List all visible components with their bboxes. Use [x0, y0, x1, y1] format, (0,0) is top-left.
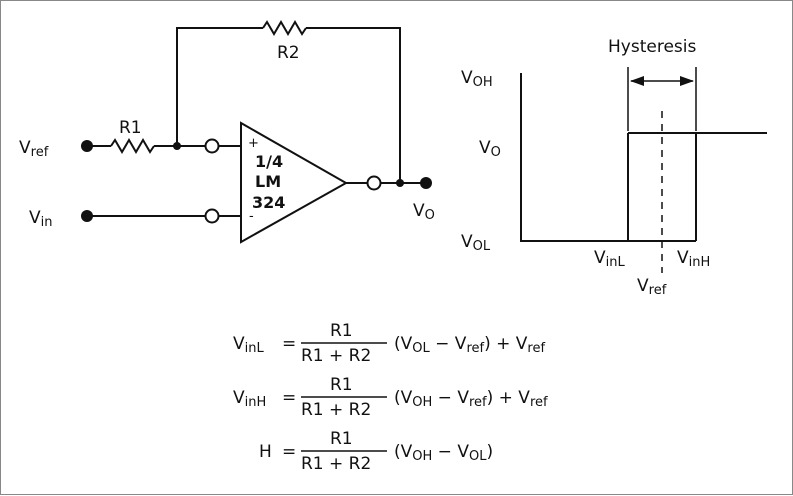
vin-input-label: Vin [29, 208, 53, 230]
vo-output-label: VO [413, 201, 435, 223]
eq3-equals: = [282, 442, 296, 462]
opamp-triangle [240, 121, 349, 244]
vol-label: VOL [461, 232, 491, 254]
eq1-denominator: R1 + R2 [301, 346, 371, 366]
vo-level-label: VO [479, 138, 501, 160]
minus-sign: - [249, 209, 254, 224]
noninv-pin [204, 138, 220, 154]
hysteresis-arrow-left [630, 76, 644, 86]
voh-label: VOH [461, 68, 493, 90]
eq2-equals: = [282, 388, 296, 408]
vo-terminal [420, 177, 432, 189]
hysteresis-label: Hysteresis [608, 37, 696, 57]
output-pin [366, 175, 382, 191]
equation-hysteresis: H = R1 R1 + R2 (VOH − VOL) [259, 429, 493, 474]
eq3-denominator: R1 + R2 [301, 454, 371, 474]
eq2-rhs: (VOH − Vref) + Vref [394, 388, 548, 410]
eq1-lhs: VinL [233, 334, 264, 356]
opamp-label-324: 324 [252, 193, 285, 212]
r2-label: R2 [277, 43, 300, 63]
r1-resistor [110, 138, 155, 154]
equation-vinh: VinH = R1 R1 + R2 (VOH − Vref) + Vref [233, 375, 548, 420]
eq1-equals: = [282, 334, 296, 354]
eq3-rhs: (VOH − VOL) [394, 442, 493, 464]
feedback-wire-right [306, 27, 401, 183]
equation-vinl: VinL = R1 R1 + R2 (VOL − Vref) + Vref [233, 321, 545, 366]
vinl-label: VinL [594, 248, 625, 270]
eq1-rhs: (VOL − Vref) + Vref [394, 334, 545, 356]
hysteresis-graph: Hysteresis VOH VO VOL VinL VinH Vref [461, 37, 767, 298]
inv-pin [204, 208, 220, 224]
hysteresis-arrow-right [680, 76, 694, 86]
feedback-wire-left [176, 27, 263, 146]
eq2-lhs: VinH [233, 388, 266, 410]
r2-resistor [262, 20, 307, 36]
eq3-numerator: R1 [330, 429, 353, 449]
plus-sign: + [248, 136, 259, 151]
opamp-label-fraction: 1/4 [255, 152, 283, 171]
r1-label: R1 [119, 118, 142, 138]
eq1-numerator: R1 [330, 321, 353, 341]
eq3-lhs: H [259, 442, 272, 462]
vref-axis-label: Vref [637, 276, 667, 298]
comparator-circuit: R1 R2 Vref Vin VO + - 1/4 LM 324 [19, 20, 435, 244]
eq2-numerator: R1 [330, 375, 353, 395]
opamp-label-lm: LM [255, 172, 281, 191]
vinh-label: VinH [677, 248, 710, 270]
eq2-denominator: R1 + R2 [301, 400, 371, 420]
vref-input-label: Vref [19, 138, 49, 160]
